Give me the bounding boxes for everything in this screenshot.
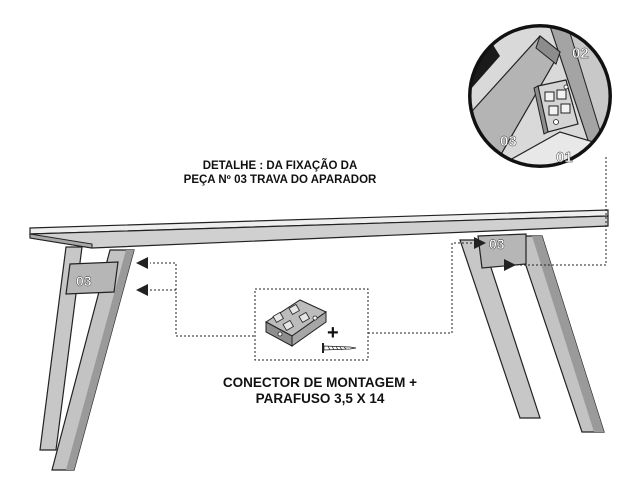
left-brace-piece: [65, 261, 119, 295]
detail-caption: DETALHE : DA FIXAÇÃO DA PEÇA Nº 03 TRAVA…: [183, 160, 377, 186]
zoom-label-03: 03: [500, 133, 517, 150]
left-arrow-upper-icon: [136, 257, 148, 269]
right-callout-lines: [368, 156, 607, 334]
left-brace-label: 03: [76, 273, 92, 289]
zoom-detail: 02 03 01: [468, 24, 612, 168]
right-front-leg-shade: [532, 236, 604, 432]
connector-caption: CONECTOR DE MONTAGEM + PARAFUSO 3,5 X 14: [222, 375, 418, 406]
zoom-label-02: 02: [572, 45, 589, 62]
right-arrow-lower-icon: [504, 259, 516, 271]
left-arrow-lower-icon: [136, 284, 148, 296]
right-brace-piece: [477, 233, 527, 269]
right-brace-label: 03: [489, 236, 505, 252]
left-back-leg: [39, 246, 83, 451]
zoom-label-01: 01: [556, 149, 573, 166]
left-legs: [39, 246, 135, 471]
left-callout-lines: [150, 262, 254, 337]
right-arrow-upper-icon: [474, 237, 486, 249]
screw-icon: [322, 343, 357, 353]
connector-icon: [265, 299, 327, 347]
plus-sign: +: [327, 322, 339, 344]
table-top-front-face: [29, 233, 93, 249]
table-top: [29, 209, 609, 249]
left-front-leg-shade: [66, 250, 134, 470]
zoom-connector-icon: [533, 79, 579, 135]
right-legs: [459, 233, 605, 433]
